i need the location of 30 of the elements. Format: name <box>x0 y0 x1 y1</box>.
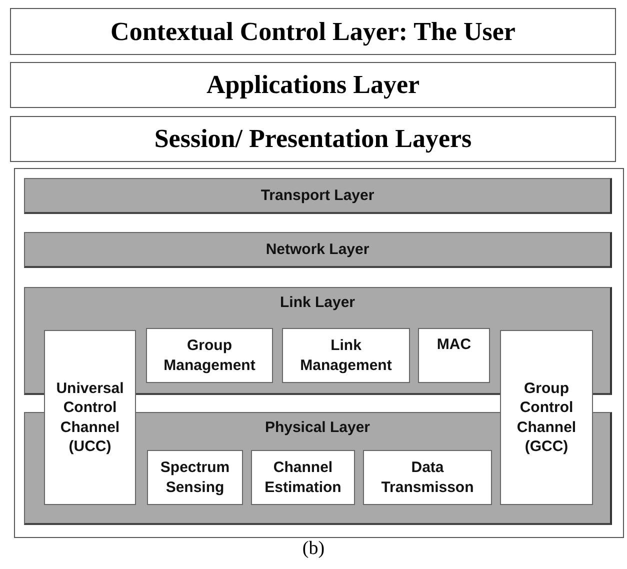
layer-bar <box>24 178 612 214</box>
function-box <box>251 450 355 505</box>
channel-box <box>44 330 136 505</box>
function-label: Link Management <box>299 336 393 375</box>
function-label: Data Transmisson <box>380 458 475 497</box>
stack-frame <box>14 168 624 538</box>
layer-box <box>10 8 616 55</box>
channel-box <box>500 330 593 505</box>
layer-title: Physical Layer <box>264 419 370 436</box>
layer-title: Applications Layer <box>206 70 420 100</box>
function-label: Channel Estimation <box>264 458 342 497</box>
function-box <box>146 328 273 383</box>
layer-title: Session/ Presentation Layers <box>154 124 472 154</box>
function-box <box>363 450 492 505</box>
layer-title: Link Layer <box>280 294 356 311</box>
layer-title: Network Layer <box>266 241 370 258</box>
function-label: Spectrum Sensing <box>159 458 231 497</box>
function-box <box>418 328 490 383</box>
function-label: Group Management <box>162 336 256 375</box>
channel-label: Group Control Channel (GCC) <box>516 378 578 456</box>
function-box <box>147 450 243 505</box>
channel-label: Universal Control Channel (UCC) <box>55 378 125 456</box>
layer-box <box>10 62 616 108</box>
layer-title: Contextual Control Layer: The User <box>110 16 516 46</box>
figure-caption: (b) <box>301 538 326 560</box>
function-label: MAC <box>436 335 472 354</box>
layer-bar <box>24 232 612 268</box>
function-box <box>282 328 410 383</box>
layer-box <box>10 116 616 162</box>
layer-title: Transport Layer <box>260 187 374 204</box>
